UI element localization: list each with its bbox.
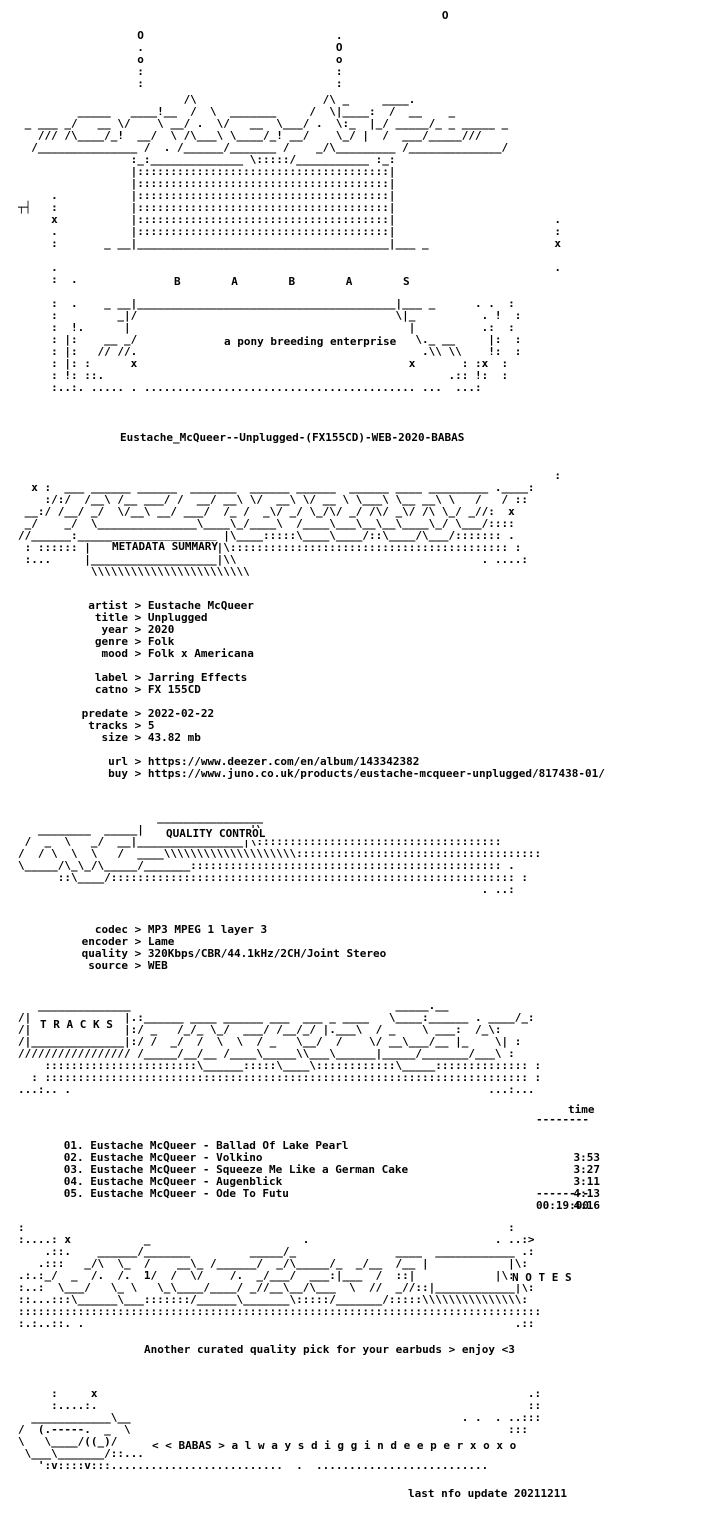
track-title: Eustache McQueer - Augenblick — [90, 1175, 283, 1188]
meta-predate: predate > 2022-02-22 — [81, 707, 215, 720]
track-title: Eustache McQueer - Volkino — [90, 1151, 263, 1164]
meta-buy: buy > https://www.juno.co.uk/products/eu… — [108, 767, 605, 780]
notes-art: : : — [18, 1221, 515, 1234]
meta-tracks: tracks > 5 — [88, 719, 155, 732]
logo-art: O — [18, 9, 449, 22]
track-row: 01. Eustache McQueer - Ballad Of Lake Pe… — [63, 1139, 600, 1164]
logo-tagline: a pony breeding enterprise — [224, 335, 397, 348]
total-time: 00:19:00 — [536, 1199, 589, 1212]
notes-text: Another curated quality pick for your ea… — [144, 1343, 515, 1356]
quality-codec: codec > MP3 MPEG 1 layer 3 — [94, 923, 268, 936]
quality-art: ________________ — [18, 811, 264, 824]
meta-catno: catno > FX 155CD — [94, 683, 201, 696]
footer-motto: < < BABAS > a l w a y s d i g g i n d e … — [152, 1439, 517, 1452]
metadata-art: : — [18, 469, 562, 482]
logo-letters: B A B A S — [174, 275, 410, 288]
meta-mood: mood > Folk x Americana — [101, 647, 254, 660]
track-time: 4:13 — [573, 1187, 601, 1200]
release-name: Eustache_McQueer--Unplugged-(FX155CD)-WE… — [120, 431, 465, 444]
last-update: last nfo update 20211211 — [408, 1487, 567, 1500]
tracks-art: ______________ _____.__ — [18, 999, 449, 1012]
track-row: 04. Eustache McQueer - Augenblick 4:13 — [63, 1175, 600, 1200]
footer-art: : x .: — [18, 1387, 542, 1400]
quality-quality: quality > 320Kbps/CBR/44.1kHz/2CH/Joint … — [81, 947, 387, 960]
track-time: 4:16 — [573, 1199, 601, 1212]
meta-year: year > 2020 — [101, 623, 175, 636]
meta-genre: genre > Folk — [94, 635, 175, 648]
notes-heading: N O T E S — [512, 1271, 572, 1284]
meta-artist: artist > Eustache McQueer — [88, 599, 254, 612]
meta-title: title > Unplugged — [94, 611, 208, 624]
time-column-header: time — [568, 1103, 595, 1116]
track-title: Eustache McQueer - Ballad Of Lake Pearl — [90, 1139, 349, 1152]
quality-heading: QUALITY CONTROL — [166, 827, 266, 840]
track-title: Eustache McQueer - Squeeze Me Like a Ger… — [90, 1163, 409, 1176]
url-link[interactable]: https://www.deezer.com/en/album/14334238… — [147, 755, 420, 768]
track-row: 02. Eustache McQueer - Volkino 3:27 — [63, 1151, 600, 1176]
track-title: Eustache McQueer - Ode To Futu — [90, 1187, 289, 1200]
tracks-heading: T R A C K S — [40, 1018, 113, 1031]
track-time: 3:53 — [573, 1151, 601, 1164]
buy-link[interactable]: https://www.juno.co.uk/products/eustache… — [147, 767, 605, 780]
quality-source: source > WEB — [88, 959, 168, 972]
meta-size: size > 43.82 mb — [101, 731, 201, 744]
track-time: 3:27 — [573, 1163, 601, 1176]
track-row: 05. Eustache McQueer - Ode To Futu 4:16 — [63, 1187, 600, 1212]
metadata-heading: METADATA SUMMARY — [112, 540, 218, 553]
meta-label: label > Jarring Effects — [94, 671, 248, 684]
track-row: 03. Eustache McQueer - Squeeze Me Like a… — [63, 1163, 600, 1188]
meta-url: url > https://www.deezer.com/en/album/14… — [108, 755, 420, 768]
quality-encoder: encoder > Lame — [81, 935, 175, 948]
track-time: 3:11 — [573, 1175, 601, 1188]
